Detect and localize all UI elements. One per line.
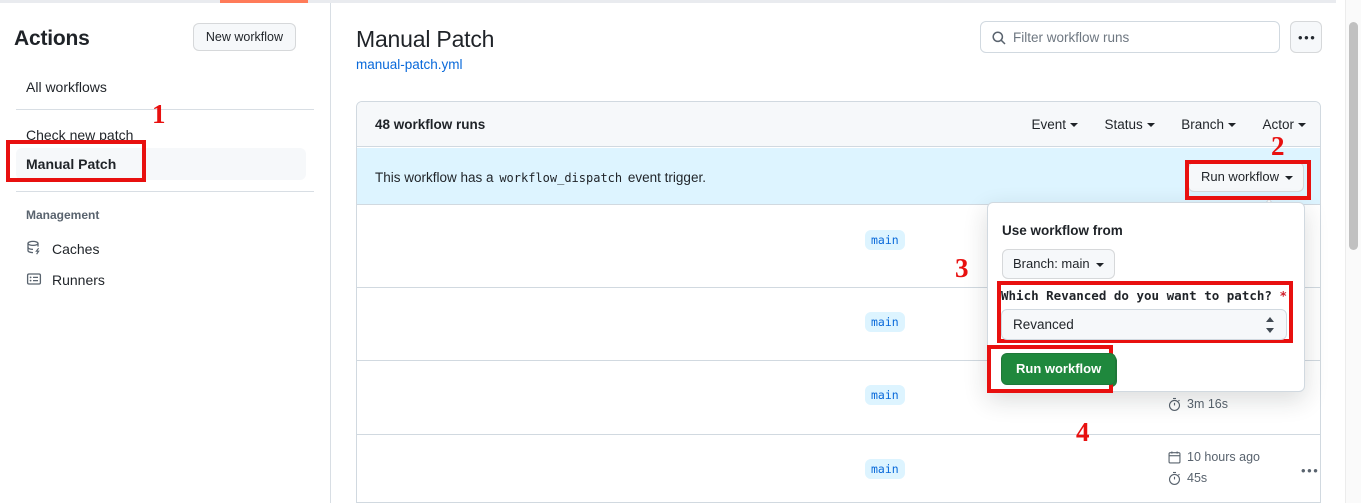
dispatch-text-after: event trigger. — [627, 170, 706, 185]
revanced-select-value-copy: Revanced — [1013, 317, 1074, 332]
search-input[interactable] — [1013, 22, 1275, 52]
stopwatch-icon — [1167, 471, 1182, 486]
cache-icon — [26, 240, 42, 256]
search-icon — [991, 30, 1007, 46]
chevron-down-icon — [1285, 175, 1293, 180]
sidebar-item-manual-patch[interactable]: Manual Patch — [6, 148, 306, 180]
row-separator — [357, 360, 1320, 361]
workflow-runs-count: 48 workflow runs — [375, 117, 486, 132]
filter-actor-label: Actor — [1262, 117, 1294, 132]
annotation-box-3 — [997, 281, 1293, 343]
run-duration-text: 3m 16s — [1187, 397, 1228, 411]
run-date: 10 hours ago — [1167, 447, 1297, 468]
search-field[interactable] — [980, 21, 1280, 53]
new-workflow-button[interactable]: New workflow — [192, 23, 296, 51]
workflow-dispatch-banner: This workflow has a workflow_dispatch ev… — [357, 148, 1320, 205]
dispatch-event-code: workflow_dispatch — [499, 171, 623, 185]
run-duration-text: 45s — [1187, 471, 1208, 485]
required-marker-copy: * — [1279, 288, 1287, 303]
annotation-box-2 — [1185, 160, 1311, 200]
row-separator — [357, 434, 1320, 435]
annotation-number-1: 1 — [152, 99, 166, 129]
annotation-box-1 — [6, 140, 146, 182]
table-row[interactable]: main 10 hours ago — [357, 435, 1320, 502]
filters-group: Event Status Branch Actor — [1010, 116, 1306, 134]
runners-icon — [26, 271, 42, 287]
run-meta: 10 hours ago 45s — [1167, 447, 1297, 489]
sidebar-management-heading: Management — [26, 208, 100, 222]
row-overflow-menu-icon[interactable]: ••• — [1301, 463, 1320, 478]
sidebar-item-all-workflows[interactable]: All workflows — [26, 79, 107, 95]
run-branch-badge[interactable]: main — [865, 230, 905, 250]
sidebar-vertical-divider — [330, 3, 331, 503]
right-gutter — [1336, 0, 1345, 503]
filter-event-label: Event — [1031, 117, 1067, 132]
sidebar-divider-1 — [16, 109, 314, 110]
workflow-dispatch-text: This workflow has a workflow_dispatch ev… — [375, 168, 706, 188]
filter-actor[interactable]: Actor — [1262, 116, 1306, 134]
use-workflow-from-label: Use workflow from — [1002, 223, 1123, 238]
vertical-scrollbar-thumb[interactable] — [1349, 22, 1358, 250]
table-row[interactable]: main 3m 16s — [357, 361, 1320, 435]
select-updown-icon-copy — [1265, 316, 1275, 339]
filter-branch[interactable]: Branch — [1181, 116, 1237, 134]
workflow-file-link[interactable]: manual-patch.yml — [356, 57, 463, 72]
chevron-down-icon — [1298, 123, 1306, 128]
table-row[interactable]: main — [357, 288, 1320, 362]
chevron-down-icon — [1070, 123, 1079, 128]
run-duration: 45s — [1167, 468, 1297, 489]
filter-status[interactable]: Status — [1105, 116, 1155, 134]
row-separator — [357, 287, 1320, 288]
sidebar-item-check-new-patch[interactable]: Check new patch — [26, 127, 134, 143]
chevron-down-icon — [1228, 123, 1237, 128]
workflow-input-label-copy: Which Revanced do you want to patch? * — [1001, 287, 1287, 305]
sidebar-item-runners-label: Runners — [52, 272, 105, 288]
actions-sidebar: Actions New workflow All workflows Check… — [0, 3, 330, 503]
stopwatch-icon — [1167, 397, 1182, 412]
chevron-down-icon — [1095, 262, 1104, 267]
table-row[interactable]: main — [357, 206, 1320, 280]
run-date-text: 10 hours ago — [1187, 450, 1260, 464]
annotation-3-content: Which Revanced do you want to patch? * R… — [1001, 285, 1289, 340]
page-title: Manual Patch — [356, 26, 495, 52]
branch-select-button[interactable]: Branch: main — [1002, 249, 1115, 279]
annotation-number-2: 2 — [1271, 131, 1285, 161]
sidebar-title: Actions — [14, 27, 90, 50]
filter-branch-label: Branch — [1181, 117, 1225, 132]
run-branch-badge[interactable]: main — [865, 459, 905, 479]
branch-select-label: Branch: main — [1013, 256, 1090, 271]
sidebar-item-manual-patch-label: Manual Patch — [26, 156, 117, 172]
top-rule — [0, 0, 1361, 3]
sidebar-divider-2 — [16, 191, 314, 192]
run-branch-badge[interactable]: main — [865, 312, 905, 332]
annotation-number-4: 4 — [1076, 417, 1090, 447]
sidebar-header: Actions New workflow — [14, 23, 314, 55]
calendar-icon — [1167, 450, 1182, 465]
overflow-menu-button[interactable]: ••• — [1290, 21, 1322, 53]
workflow-input-label-text-copy: Which Revanced do you want to patch? — [1001, 288, 1272, 303]
annotation-number-3: 3 — [955, 253, 969, 283]
filter-event[interactable]: Event — [1032, 116, 1079, 134]
run-meta: 3m 16s — [1167, 373, 1297, 415]
page-loading-progress-bar — [220, 0, 308, 3]
filter-status-label: Status — [1104, 117, 1143, 132]
workflow-runs-header: 48 workflow runs Event Status Branch Act… — [357, 102, 1320, 147]
run-duration: 3m 16s — [1167, 394, 1297, 415]
kebab-icon: ••• — [1298, 30, 1317, 45]
run-workflow-dropdown-label: Run workflow — [1200, 169, 1279, 184]
run-branch-badge[interactable]: main — [865, 385, 905, 405]
chevron-down-icon — [1146, 123, 1155, 128]
revanced-select-copy[interactable]: Revanced — [1001, 309, 1287, 340]
dispatch-text-before: This workflow has a — [375, 170, 494, 185]
run-workflow-submit-button-copy[interactable]: Run workflow — [1001, 353, 1117, 385]
sidebar-item-caches-label: Caches — [52, 241, 100, 257]
